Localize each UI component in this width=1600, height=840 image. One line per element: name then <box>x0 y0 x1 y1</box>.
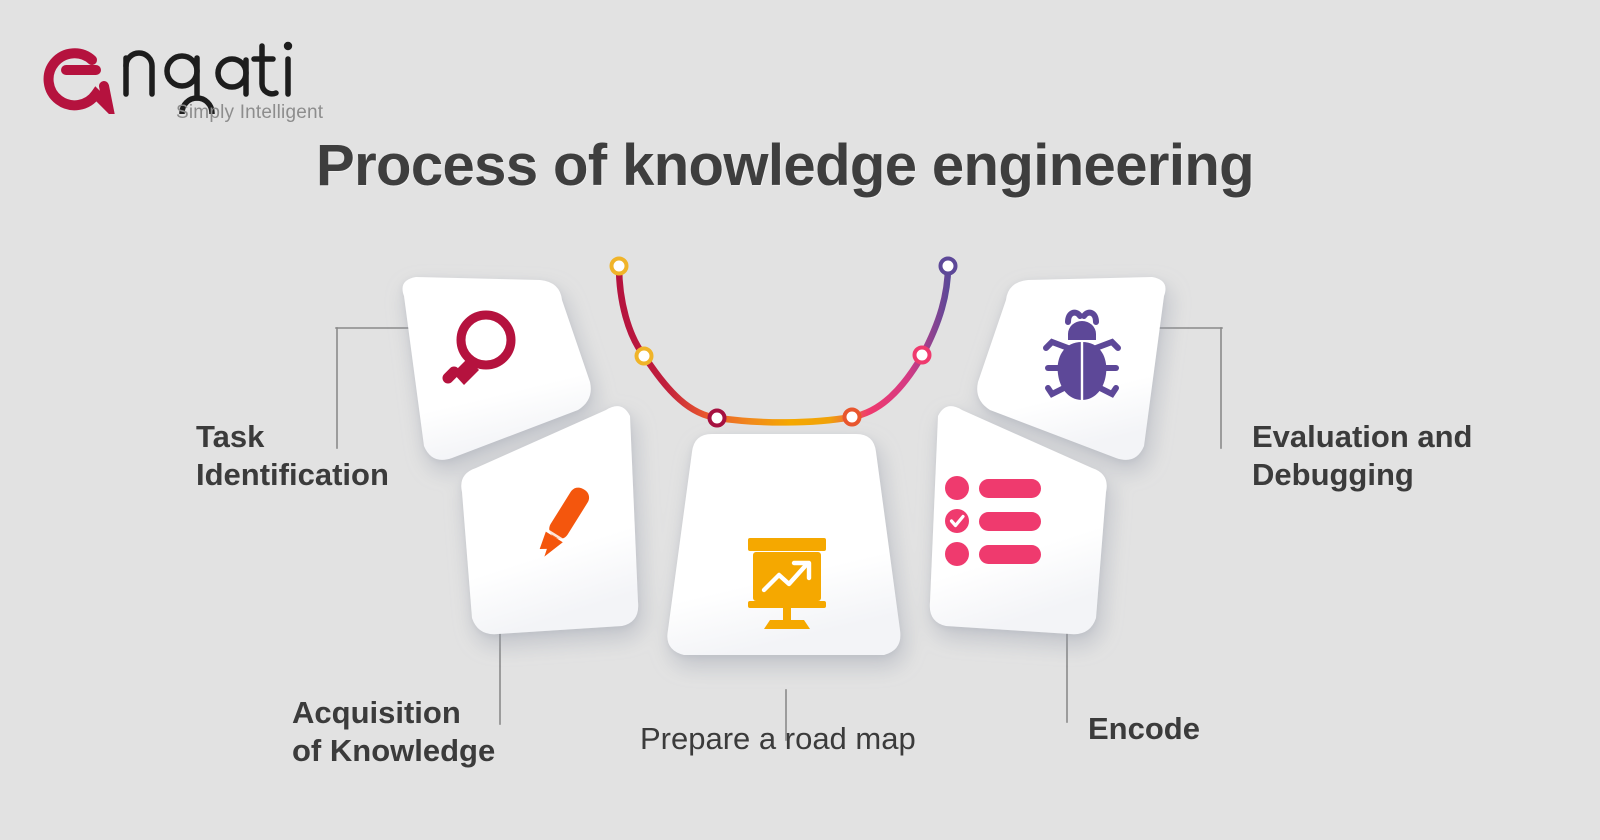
step-label-evaluation-and-debugging: Evaluation and Debugging <box>1252 419 1473 492</box>
arc-node-5[interactable] <box>912 345 932 365</box>
presentation-chart-icon <box>748 538 826 629</box>
process-arc <box>609 256 958 428</box>
arc-node-1[interactable] <box>609 256 629 276</box>
pencil-icon <box>539 487 590 557</box>
page-title: Process of knowledge engineering <box>315 133 1255 198</box>
magnifier-icon <box>442 310 516 385</box>
card-acquisition-knowledge[interactable] <box>461 406 639 635</box>
arc-node-4[interactable] <box>842 407 862 427</box>
card-task-identification[interactable] <box>402 277 591 460</box>
step-label-prepare-a-road-map: Prepare a road map <box>640 721 916 756</box>
engati-wordmark-icon <box>43 41 293 114</box>
arc-nodes <box>609 256 958 428</box>
arc-path <box>615 262 952 426</box>
arc-node-3[interactable] <box>707 408 727 428</box>
engati-logo[interactable]: Simply Intelligent <box>30 24 330 123</box>
arc-node-6[interactable] <box>938 256 958 276</box>
checklist-icon <box>945 476 1041 566</box>
step-label-encode: Encode <box>1088 711 1200 746</box>
step-label-acquisition-of-knowledge: Acquisition of Knowledge <box>292 695 496 768</box>
step-label-task-identification: Task Identification <box>196 419 389 492</box>
logo-tagline: Simply Intelligent <box>176 102 324 123</box>
arc-node-2[interactable] <box>634 346 654 366</box>
bug-icon <box>1043 309 1121 400</box>
